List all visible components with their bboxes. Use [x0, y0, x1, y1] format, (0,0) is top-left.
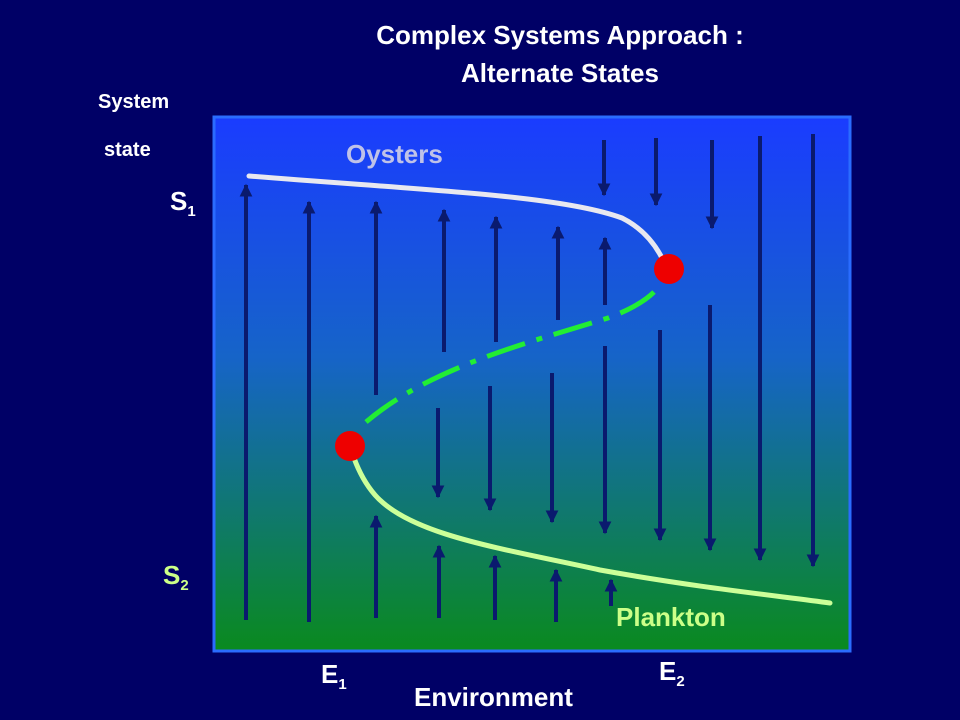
lower-stable-branch: [351, 455, 833, 606]
title-line-1: Complex Systems Approach :: [376, 20, 744, 50]
environment-label-e2: E2: [659, 656, 685, 690]
unstable-branch: [364, 290, 656, 424]
diagram-panel: [212, 115, 852, 653]
tipping-point-lower: [335, 431, 365, 461]
plankton-label: Plankton: [616, 602, 726, 632]
state-label-s2: S2: [163, 560, 189, 594]
tipping-point-upper: [654, 254, 684, 284]
state-arrows: [239, 134, 820, 622]
upper-stable-branch: [246, 173, 667, 265]
environment-label-e1: E1: [321, 659, 347, 693]
y-axis-label-line-1: System: [98, 91, 170, 113]
x-axis-label: Environment: [414, 682, 573, 712]
title-line-2: Alternate States: [461, 58, 659, 88]
state-label-s1: S1: [170, 186, 196, 220]
y-axis-label-line-2: state: [104, 139, 151, 161]
oysters-label: Oysters: [346, 139, 443, 169]
